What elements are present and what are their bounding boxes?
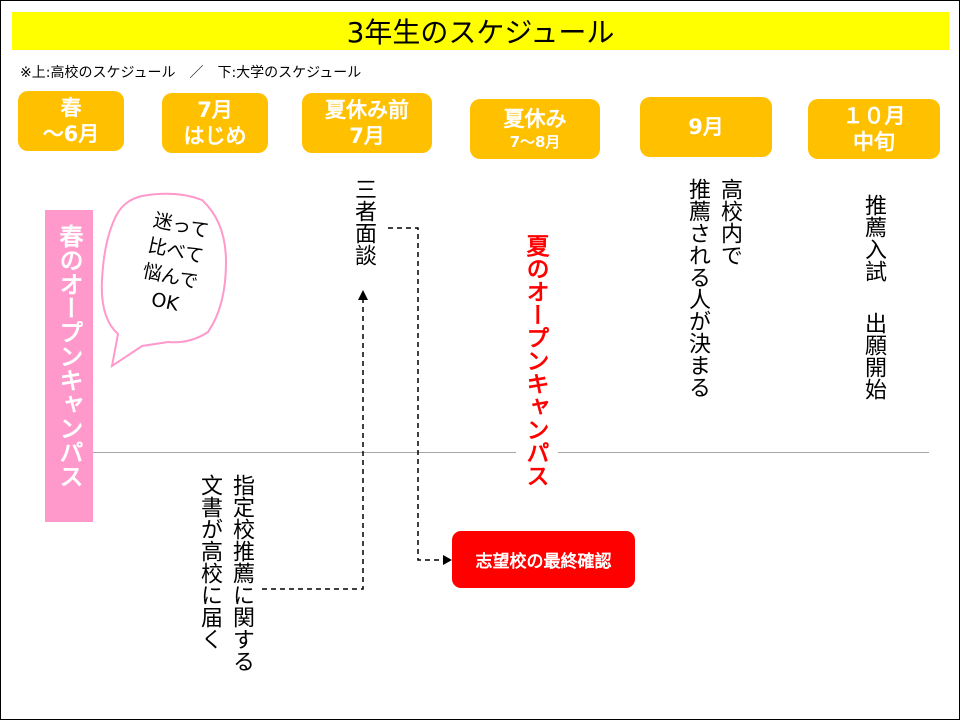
period-spring: 春 ～6月	[18, 91, 124, 151]
school-recommendation-line1: 高校内で	[717, 178, 742, 266]
docs-to-meeting-connector	[262, 300, 364, 590]
summer-open-campus-label: 夏のオープンキャンパス	[522, 234, 548, 487]
period-mid-october-line2: 中旬	[853, 130, 895, 154]
period-summer-line1: 夏休み	[503, 107, 567, 131]
period-before-summer-line2: 7月	[349, 124, 385, 148]
period-summer-line2: 7～8月	[509, 133, 561, 151]
period-july-early: 7月 はじめ	[162, 93, 268, 153]
spring-open-campus-label: 春のオープンキャンパス	[55, 224, 83, 488]
spring-open-campus-band: 春のオープンキャンパス	[45, 210, 93, 522]
period-spring-line2: ～6月	[42, 122, 100, 146]
three-party-meeting: 三者面談	[351, 178, 376, 266]
period-before-summer: 夏休み前 7月	[302, 93, 432, 153]
period-september: 9月	[640, 97, 772, 157]
summer-label-backdrop	[516, 440, 558, 466]
designated-docs-line2: 文書が高校に届く	[197, 474, 222, 650]
page-title: 3年生のスケジュール	[12, 12, 949, 50]
period-mid-october: １０月 中旬	[808, 99, 940, 159]
designated-docs-line1: 指定校推薦に関する	[229, 474, 254, 672]
legend-note: ※上:高校のスケジュール ／ 下:大学のスケジュール	[20, 65, 362, 81]
period-september-line1: 9月	[688, 115, 724, 139]
bubble-text: 迷って 比べて 悩んで OK	[108, 202, 237, 327]
final-confirmation-box: 志望校の最終確認	[452, 531, 635, 588]
period-july-early-line2: はじめ	[183, 124, 247, 148]
period-spring-line1: 春	[60, 96, 82, 120]
speech-bubble	[100, 192, 228, 369]
final-arrow-head	[443, 555, 452, 565]
recommendation-exam-line1: 推薦入試	[861, 194, 886, 282]
timeline-divider	[93, 452, 929, 453]
period-july-early-line1: 7月	[197, 98, 233, 122]
school-recommendation-line2: 推薦される人が決まる	[685, 178, 710, 398]
recommendation-exam-line2: 出願開始	[861, 312, 886, 400]
period-before-summer-line1: 夏休み前	[325, 98, 409, 122]
meeting-arrow-head	[358, 290, 368, 300]
period-mid-october-line1: １０月	[842, 104, 906, 128]
period-summer: 夏休み 7～8月	[470, 99, 600, 159]
meeting-to-final-connector	[388, 227, 444, 561]
